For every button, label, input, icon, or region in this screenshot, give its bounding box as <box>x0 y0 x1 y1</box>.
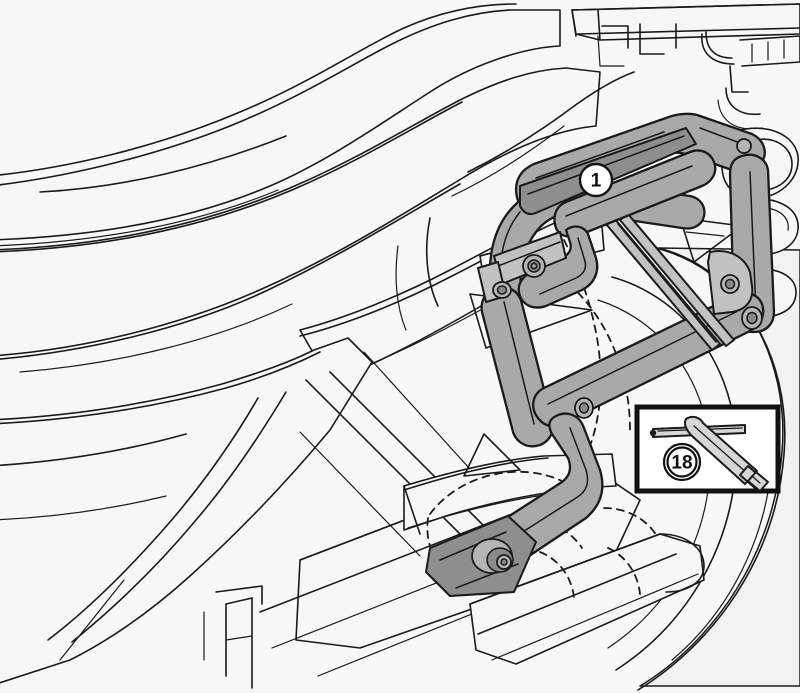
tail-contours <box>395 71 635 331</box>
callout-18[interactable]: 18 <box>662 442 702 482</box>
callout-1-label: 1 <box>591 171 602 192</box>
mounting-bolts <box>471 138 763 574</box>
callout-1-circle <box>578 162 614 198</box>
frame-right-mount-tab <box>707 250 754 315</box>
lower-side-cover <box>0 337 373 684</box>
callout-18-inner-ring <box>666 446 698 478</box>
engine-frame-detail <box>203 585 263 689</box>
rear-grab-rail <box>571 3 800 130</box>
callout-18-label: 18 <box>671 453 692 474</box>
tool-inset-box[interactable]: 18 <box>634 404 781 494</box>
motorcycle-seat <box>0 3 561 247</box>
hex-key-allen-wrench <box>649 415 769 492</box>
rear-side-fairing-panel <box>0 67 601 373</box>
bottom-bolt-head <box>471 538 514 574</box>
callout-1[interactable]: 1 <box>578 162 614 198</box>
